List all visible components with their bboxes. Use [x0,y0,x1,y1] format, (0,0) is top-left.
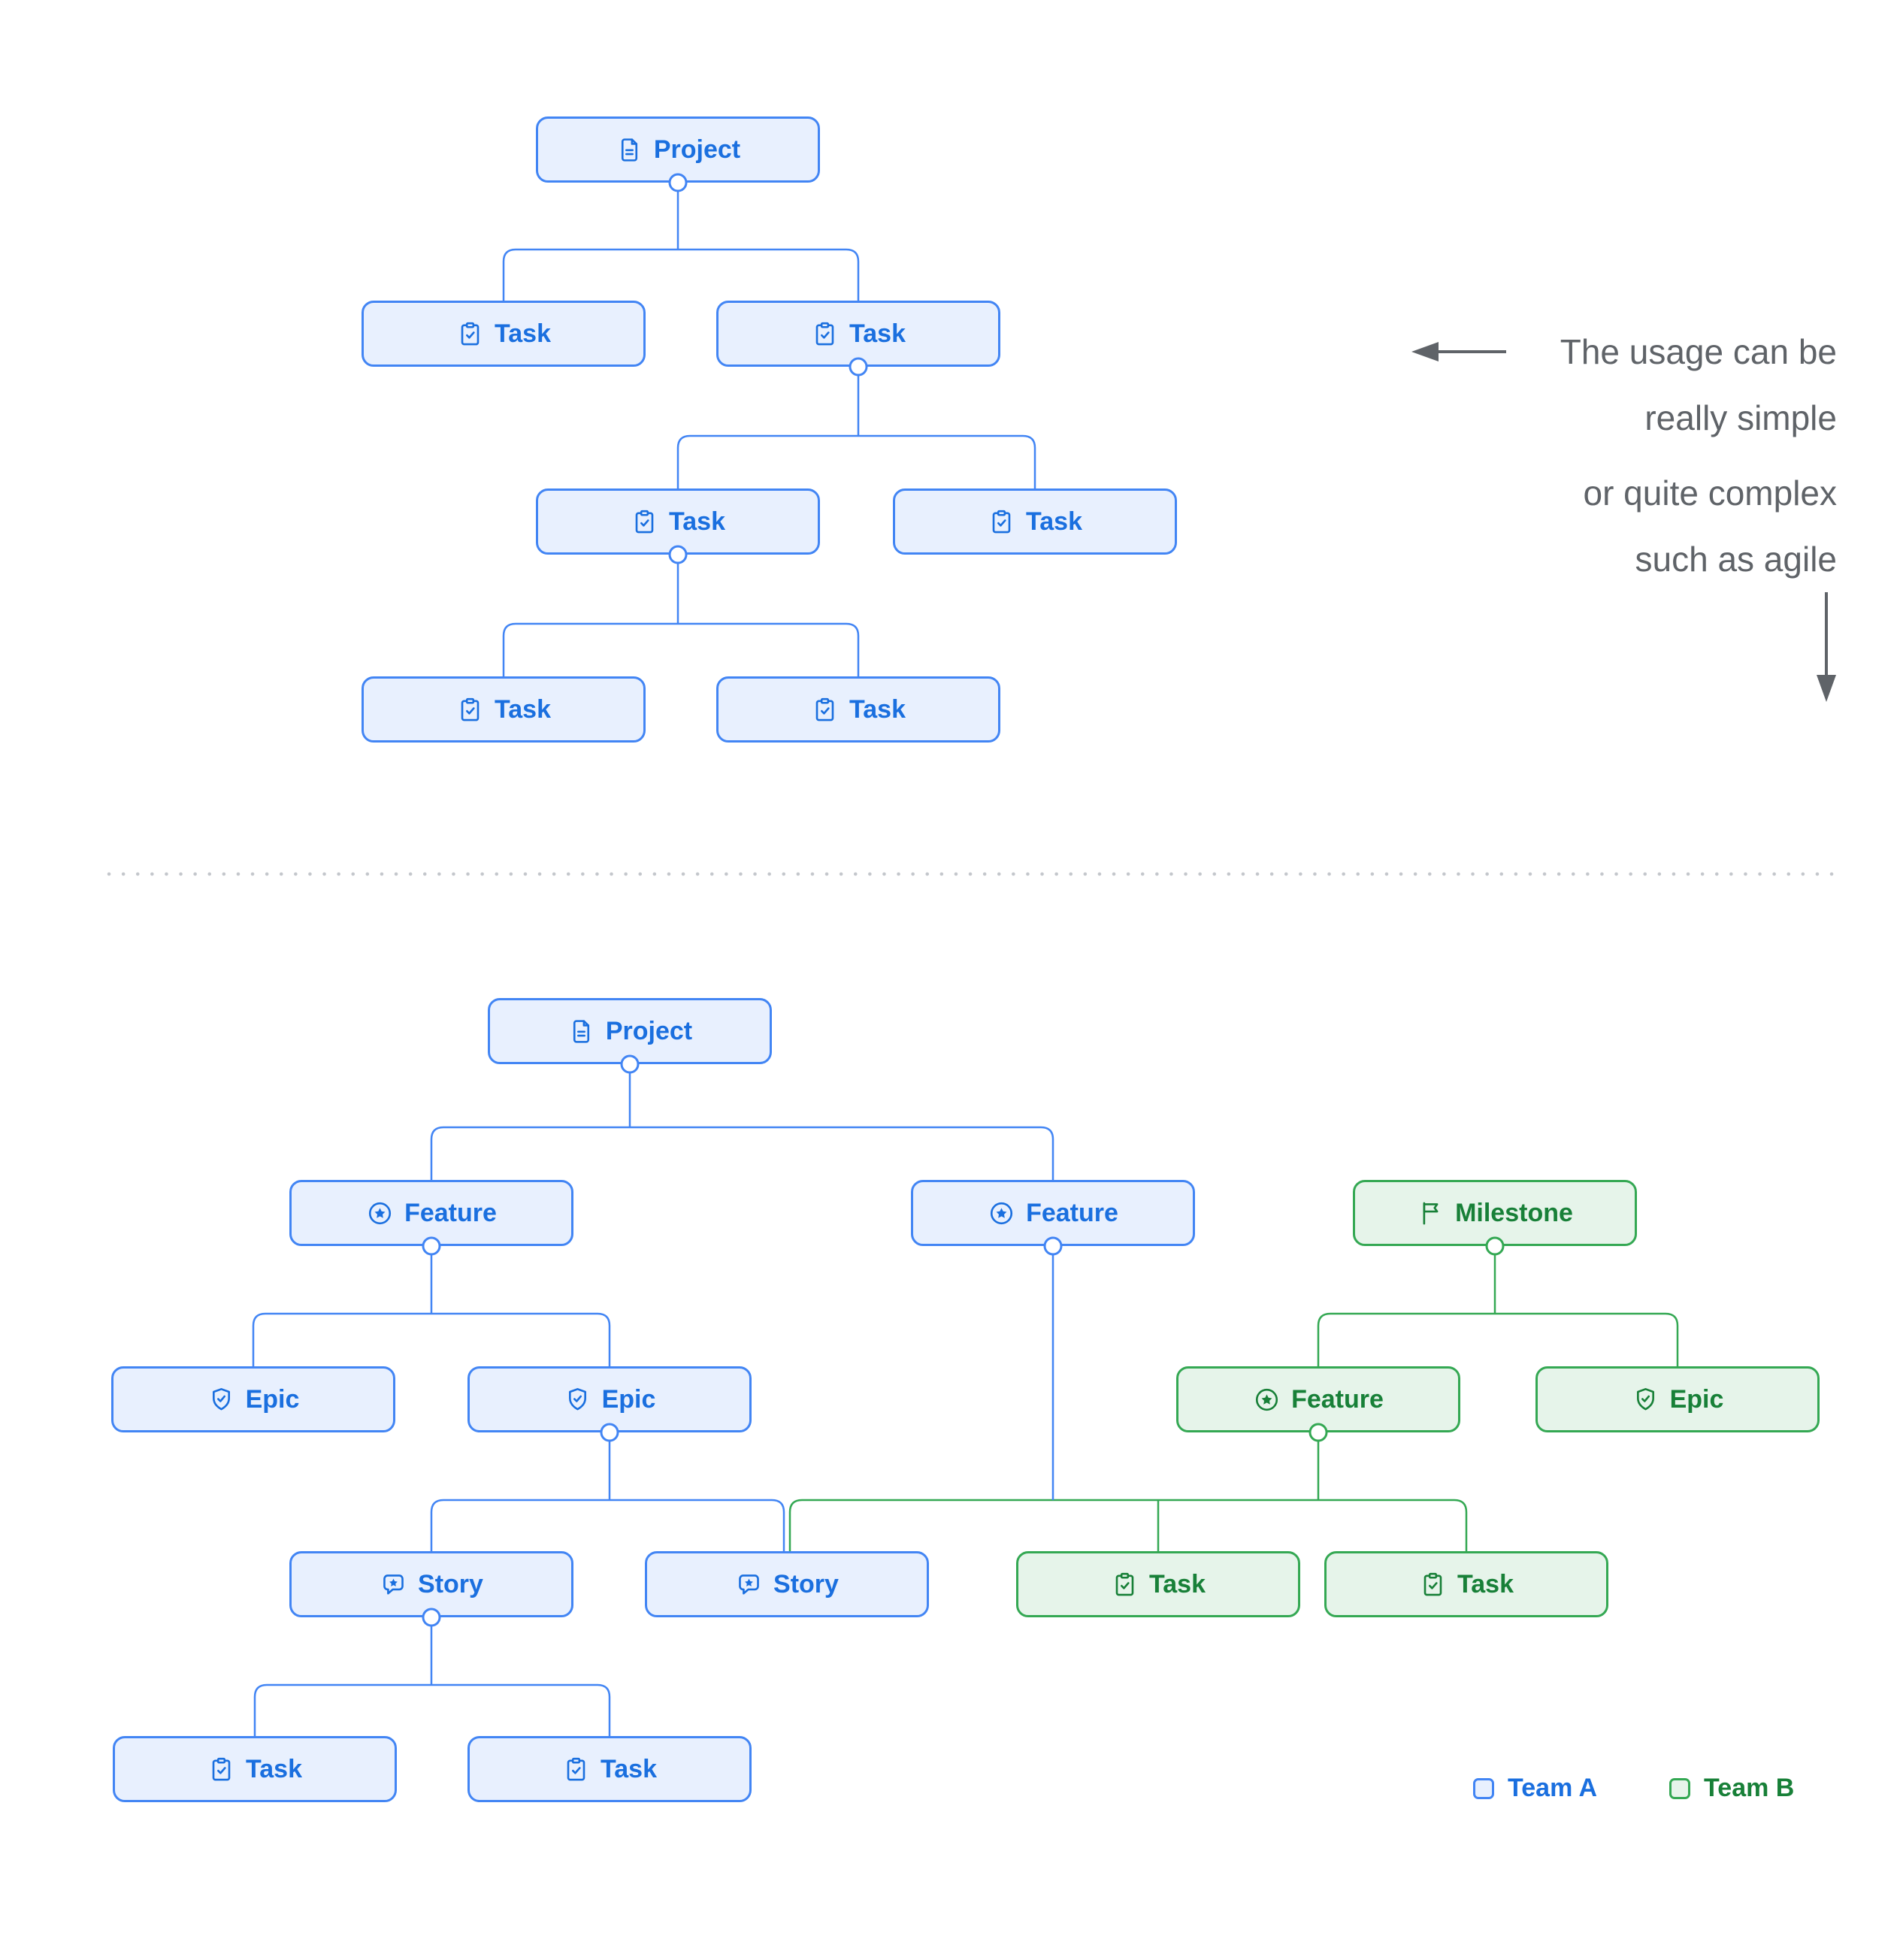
task-icon [456,320,484,348]
story-icon [735,1571,763,1599]
node-label: Task [849,319,906,348]
node-epic: Epic [467,1366,752,1432]
arrow-left-icon [1411,342,1506,361]
epic-icon [207,1386,235,1414]
node-story: Story [645,1551,929,1617]
connector-branch [502,248,860,301]
node-task: Task [1324,1551,1608,1617]
node-label: Epic [245,1385,300,1414]
node-milestone: Milestone [1353,1180,1637,1246]
arrow-down-icon [1817,592,1836,702]
node-label: Feature [404,1199,497,1227]
node-label: Task [669,507,725,536]
annotation-line: really simple [1644,398,1837,437]
task-icon [811,696,839,724]
node-label: Task [1149,1570,1206,1599]
task-icon [988,508,1015,536]
node-label: Epic [601,1385,656,1414]
node-task: Task [1016,1551,1300,1617]
annotation-simple: The usage can be really simple [1560,319,1837,451]
node-feature: Feature [911,1180,1195,1246]
node-label: Feature [1026,1199,1118,1227]
task-icon [456,696,484,724]
node-project: Project [488,998,772,1064]
node-label: Project [605,1017,693,1045]
node-label: Milestone [1455,1199,1573,1227]
node-label: Task [601,1755,657,1783]
node-label: Epic [1669,1385,1724,1414]
node-feature: Feature [289,1180,573,1246]
connector-branch [676,434,1036,488]
legend-item-team-b: Team B [1669,1774,1794,1803]
node-story: Story [289,1551,573,1617]
node-task: Task [113,1736,397,1802]
node-task: Task [716,301,1000,367]
story-icon [380,1571,407,1599]
feature-icon [988,1199,1015,1227]
node-label: Task [495,319,551,348]
annotation-line: The usage can be [1560,332,1837,371]
node-label: Task [495,695,551,724]
node-epic: Epic [111,1366,395,1432]
feature-icon [366,1199,394,1227]
node-label: Task [246,1755,302,1783]
team-b-swatch [1669,1777,1691,1799]
annotation-line: or quite complex [1583,473,1838,513]
connector-branch [430,1499,785,1551]
node-task: Task [467,1736,752,1802]
node-epic: Epic [1535,1366,1820,1432]
node-label: Task [1026,507,1082,536]
team-a-label: Team A [1508,1774,1598,1802]
task-icon [631,508,658,536]
team-b-label: Team B [1704,1774,1795,1802]
legend: Team A Team B [1473,1774,1794,1803]
annotation-complex: or quite complex such as agile [1584,460,1838,592]
node-label: Story [418,1570,483,1599]
legend-item-team-a: Team A [1473,1774,1597,1803]
node-task: Task [362,676,646,743]
team-a-swatch [1473,1777,1494,1799]
task-icon [811,320,839,348]
project-icon [567,1018,595,1045]
annotation-line: such as agile [1635,540,1838,579]
project-icon [616,136,643,164]
task-icon [1111,1571,1139,1599]
task-icon [207,1756,235,1783]
epic-icon [564,1386,591,1414]
connector-branch [502,622,860,676]
node-task: Task [716,676,1000,743]
node-task: Task [362,301,646,367]
connector-branch [430,1126,1054,1180]
connector-branch [788,1499,1468,1551]
node-label: Feature [1291,1385,1384,1414]
node-task: Task [536,488,820,555]
task-icon [1419,1571,1447,1599]
node-project: Project [536,116,820,183]
milestone-icon [1417,1199,1445,1227]
feature-icon [1253,1386,1281,1414]
task-icon [562,1756,590,1783]
node-label: Task [849,695,906,724]
node-feature: Feature [1176,1366,1460,1432]
epic-icon [1632,1386,1659,1414]
node-label: Story [773,1570,839,1599]
node-label: Task [1457,1570,1514,1599]
connector-branch [1317,1312,1679,1366]
node-label: Project [653,135,741,164]
node-task: Task [893,488,1177,555]
